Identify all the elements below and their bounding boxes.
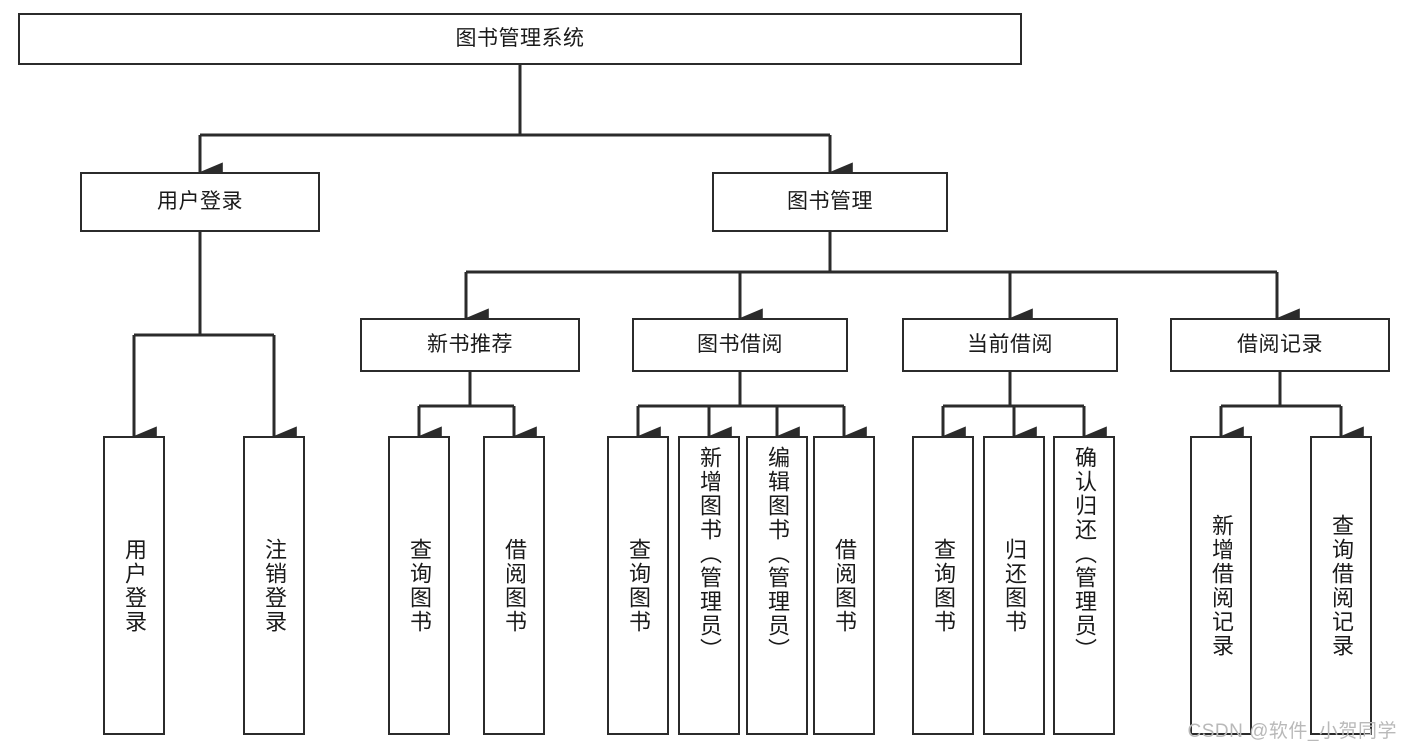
node-label: 编辑图书（管理员） — [765, 446, 790, 662]
node-label: 新增借阅记录 — [1209, 513, 1234, 658]
node-current-borrow[interactable]: 当前借阅 — [902, 318, 1118, 372]
node-label: 图书管理系统 — [455, 26, 585, 50]
node-leaf-query-book-3[interactable]: 查询图书 — [912, 436, 974, 735]
node-label: 用户登录 — [157, 189, 243, 213]
node-leaf-user-logout[interactable]: 注销登录 — [243, 436, 305, 735]
node-leaf-user-login[interactable]: 用户登录 — [103, 436, 165, 735]
node-label: 新增图书（管理员） — [697, 446, 722, 662]
node-leaf-query-book-2[interactable]: 查询图书 — [607, 436, 669, 735]
node-book-manage[interactable]: 图书管理 — [712, 172, 948, 232]
node-label: 新书推荐 — [427, 332, 513, 356]
node-root[interactable]: 图书管理系统 — [18, 13, 1022, 65]
node-new-book-rec[interactable]: 新书推荐 — [360, 318, 580, 372]
node-book-borrow[interactable]: 图书借阅 — [632, 318, 848, 372]
node-user-login[interactable]: 用户登录 — [80, 172, 320, 232]
node-label: 借阅图书 — [502, 537, 527, 634]
node-label: 借阅图书 — [832, 537, 857, 634]
node-leaf-add-record[interactable]: 新增借阅记录 — [1190, 436, 1252, 735]
node-borrow-record[interactable]: 借阅记录 — [1170, 318, 1390, 372]
node-label: 查询借阅记录 — [1329, 513, 1354, 658]
node-label: 查询图书 — [407, 537, 432, 634]
node-label: 注销登录 — [262, 537, 287, 634]
node-label: 确认归还（管理员） — [1072, 446, 1097, 662]
node-leaf-return-book[interactable]: 归还图书 — [983, 436, 1045, 735]
watermark: CSDN @软件_小贺同学 — [1187, 721, 1397, 742]
node-label: 用户登录 — [122, 537, 147, 634]
node-label: 归还图书 — [1002, 537, 1027, 634]
node-label: 借阅记录 — [1237, 332, 1323, 356]
node-label: 当前借阅 — [967, 332, 1053, 356]
node-label: 查询图书 — [626, 537, 651, 634]
node-leaf-borrow-book-2[interactable]: 借阅图书 — [813, 436, 875, 735]
node-leaf-add-book[interactable]: 新增图书（管理员） — [678, 436, 740, 735]
node-leaf-confirm-return[interactable]: 确认归还（管理员） — [1053, 436, 1115, 735]
node-label: 图书借阅 — [697, 332, 783, 356]
node-leaf-borrow-book-1[interactable]: 借阅图书 — [483, 436, 545, 735]
node-leaf-edit-book[interactable]: 编辑图书（管理员） — [746, 436, 808, 735]
node-leaf-query-record[interactable]: 查询借阅记录 — [1310, 436, 1372, 735]
node-label: 查询图书 — [931, 537, 956, 634]
node-leaf-query-book-1[interactable]: 查询图书 — [388, 436, 450, 735]
node-label: 图书管理 — [787, 189, 873, 213]
